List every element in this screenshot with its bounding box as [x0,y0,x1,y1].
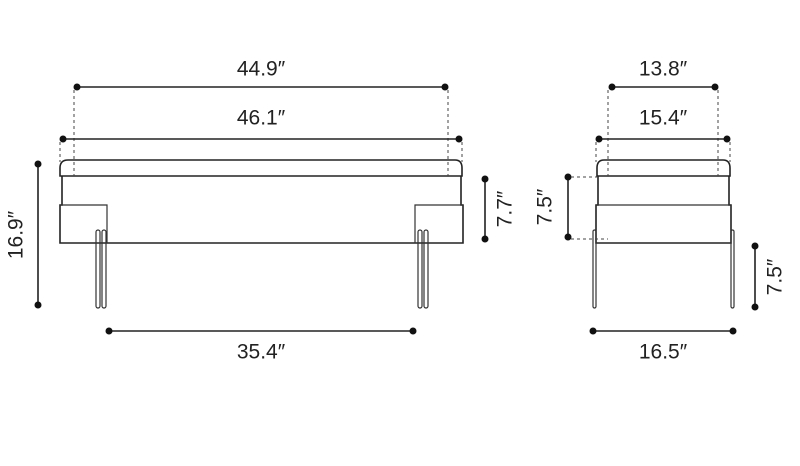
front-right-panel [414,204,463,243]
dimension-label: 16.9″ [5,210,28,259]
dimension-overall-width: 46.1″ [59,107,463,162]
dimension-label: 7.5″ [764,258,787,295]
side-view: 13.8″ 15.4″ 7.5″ 7.5″ 16.5″ [534,58,787,364]
dimension-top-width: 44.9″ [73,58,449,176]
dimension-overall-height: 16.9″ [5,160,42,309]
side-left-leg [592,229,597,309]
front-right-leg [417,229,429,309]
dimension-label: 35.4″ [237,341,286,364]
dimension-label: 15.4″ [639,107,688,130]
dimension-overall-depth: 15.4″ [595,107,731,162]
front-left-leg [95,229,107,309]
dimension-top-depth: 13.8″ [607,58,719,176]
dimension-leg-height: 7.5″ [751,242,787,311]
dimension-label: 7.7″ [494,190,517,227]
front-body [59,176,464,244]
side-cushion [596,159,731,177]
dimension-seat-depth: 7.7″ [481,175,517,243]
dimension-label: 46.1″ [237,107,286,130]
dimension-label: 44.9″ [237,58,286,81]
dimension-label: 16.5″ [639,341,688,364]
dimension-side-leg-span: 16.5″ [589,327,737,364]
side-body [595,176,732,244]
side-right-leg [730,229,735,309]
front-cushion [59,159,463,177]
front-view: 44.9″ 46.1″ 16.9″ 35.4″ 7.7″ [5,58,517,364]
dimension-seat-section-height: 7.5″ [534,173,608,241]
dimension-label: 7.5″ [534,188,557,225]
front-left-panel [60,204,108,243]
dimension-leg-span: 35.4″ [105,327,417,364]
dimension-label: 13.8″ [639,58,688,81]
